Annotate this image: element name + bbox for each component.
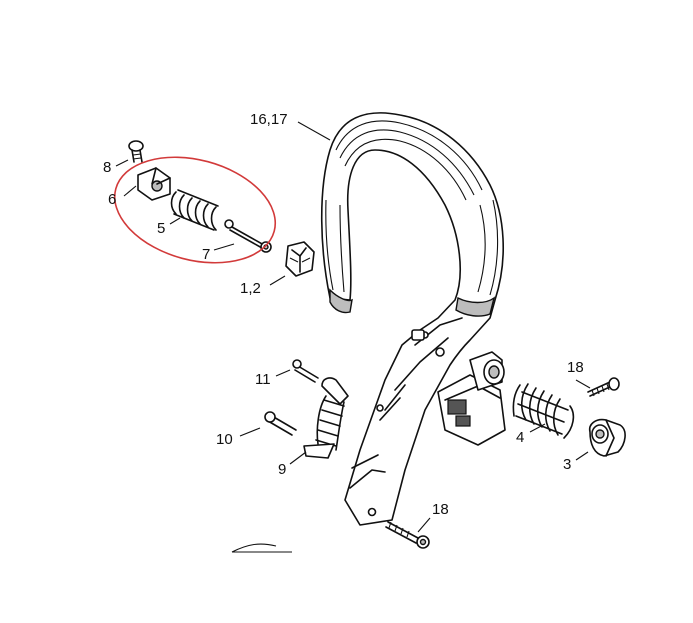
callout-10: 10 bbox=[216, 431, 233, 448]
nut-part-1-2 bbox=[285, 241, 315, 277]
callout-6: 6 bbox=[108, 191, 116, 208]
partial-outline bbox=[231, 543, 277, 553]
callout-18-top: 18 bbox=[567, 359, 584, 376]
screw-part-18-bottom bbox=[385, 521, 430, 549]
plug-part-6 bbox=[137, 167, 171, 201]
screw-part-18-top bbox=[587, 377, 620, 397]
callout-4: 4 bbox=[516, 429, 524, 446]
spring-part-5 bbox=[170, 189, 219, 231]
screw-part-10 bbox=[264, 411, 297, 436]
callout-3: 3 bbox=[563, 456, 571, 473]
screw-part-11 bbox=[292, 359, 319, 383]
callout-7: 7 bbox=[202, 246, 210, 263]
callout-16-17: 16,17 bbox=[250, 111, 288, 128]
callout-1-2: 1,2 bbox=[240, 280, 261, 297]
callout-5: 5 bbox=[157, 220, 165, 237]
av-mount-block bbox=[437, 351, 506, 446]
callout-9: 9 bbox=[278, 461, 286, 478]
highlight-ellipse bbox=[113, 156, 277, 264]
callout-8: 8 bbox=[103, 159, 111, 176]
plug-part-3 bbox=[588, 418, 626, 457]
screw-part-8 bbox=[128, 140, 144, 163]
callout-labels: 16,17 8 6 5 7 1,2 11 10 9 18 4 3 18 bbox=[103, 111, 584, 518]
buffer-part-9 bbox=[303, 377, 349, 459]
leader-lines bbox=[115, 121, 591, 533]
spring-part-4 bbox=[512, 383, 575, 439]
callout-18-bottom: 18 bbox=[432, 501, 449, 518]
callout-11: 11 bbox=[255, 371, 271, 388]
pin-part-7 bbox=[224, 219, 272, 253]
handle-bar-part bbox=[320, 112, 504, 526]
